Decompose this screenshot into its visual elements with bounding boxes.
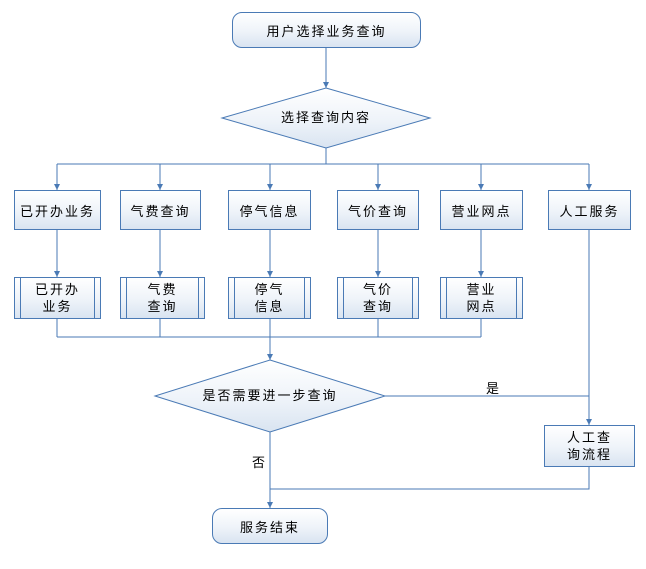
innerbar-right-icon bbox=[94, 278, 95, 318]
subprocess-gas-price-query: 气价 查询 bbox=[337, 277, 419, 319]
branch-service-outlets-label: 营业网点 bbox=[451, 203, 512, 219]
subprocess-opened-services-line1: 已开办 bbox=[34, 282, 80, 297]
manual-query-process-line2: 询流程 bbox=[566, 447, 612, 462]
branch-manual-service: 人工服务 bbox=[548, 190, 631, 230]
branch-opened-services: 已开办业务 bbox=[14, 190, 101, 230]
start-node-label: 用户选择业务查询 bbox=[266, 23, 387, 39]
branch-gas-fee-query-label: 气费查询 bbox=[130, 203, 191, 219]
edge-decision1-to-branches bbox=[54, 148, 592, 190]
subprocess-service-outlets-line2: 网点 bbox=[466, 299, 497, 314]
decision1-label: 选择查询内容 bbox=[280, 110, 371, 125]
subprocess-service-outlets: 营业 网点 bbox=[440, 277, 523, 319]
edge-branches-to-subprocesses bbox=[54, 230, 484, 277]
branch-gas-fee-query: 气费查询 bbox=[120, 190, 201, 230]
subprocess-gas-stop-info-line2: 信息 bbox=[254, 299, 285, 314]
innerbar-left-icon bbox=[20, 278, 21, 318]
end-node: 服务结束 bbox=[212, 508, 328, 544]
manual-query-process-line1: 人工查 bbox=[566, 430, 612, 445]
branch-gas-stop-info: 停气信息 bbox=[228, 190, 311, 230]
innerbar-left-icon bbox=[446, 278, 447, 318]
no-label: 否 bbox=[252, 455, 266, 470]
branch-manual-service-label: 人工服务 bbox=[559, 203, 620, 219]
subprocess-gas-price-query-line2: 查询 bbox=[362, 299, 393, 314]
subprocess-service-outlets-line1: 营业 bbox=[466, 282, 497, 297]
manual-query-process-node: 人工查 询流程 bbox=[544, 425, 635, 467]
innerbar-left-icon bbox=[343, 278, 344, 318]
subprocess-gas-price-query-line1: 气价 bbox=[362, 282, 393, 297]
yes-label: 是 bbox=[486, 381, 500, 396]
subprocess-gas-fee-query-line1: 气费 bbox=[147, 282, 178, 297]
subprocess-opened-services: 已开办 业务 bbox=[14, 277, 101, 319]
branch-gas-price-query-label: 气价查询 bbox=[347, 203, 408, 219]
edge-manual-process-to-end bbox=[270, 467, 590, 490]
subprocess-opened-services-line2: 业务 bbox=[42, 299, 73, 314]
decision2-shape bbox=[153, 359, 387, 433]
innerbar-left-icon bbox=[126, 278, 127, 318]
subprocess-gas-stop-info-line1: 停气 bbox=[254, 282, 285, 297]
subprocess-gas-stop-info: 停气 信息 bbox=[228, 277, 311, 319]
innerbar-left-icon bbox=[234, 278, 235, 318]
start-node: 用户选择业务查询 bbox=[232, 12, 421, 48]
innerbar-right-icon bbox=[304, 278, 305, 318]
end-node-label: 服务结束 bbox=[239, 519, 300, 535]
edge-subprocesses-merge bbox=[56, 319, 482, 338]
branch-gas-price-query: 气价查询 bbox=[337, 190, 419, 230]
branch-gas-stop-info-label: 停气信息 bbox=[239, 203, 300, 219]
decision2-label: 是否需要进一步查询 bbox=[202, 388, 338, 403]
subprocess-gas-fee-query: 气费 查询 bbox=[120, 277, 205, 319]
innerbar-right-icon bbox=[516, 278, 517, 318]
subprocess-gas-fee-query-line2: 查询 bbox=[147, 299, 178, 314]
branch-opened-services-label: 已开办业务 bbox=[19, 203, 95, 219]
innerbar-right-icon bbox=[198, 278, 199, 318]
innerbar-right-icon bbox=[412, 278, 413, 318]
branch-service-outlets: 营业网点 bbox=[440, 190, 523, 230]
decision1-shape bbox=[220, 87, 432, 149]
